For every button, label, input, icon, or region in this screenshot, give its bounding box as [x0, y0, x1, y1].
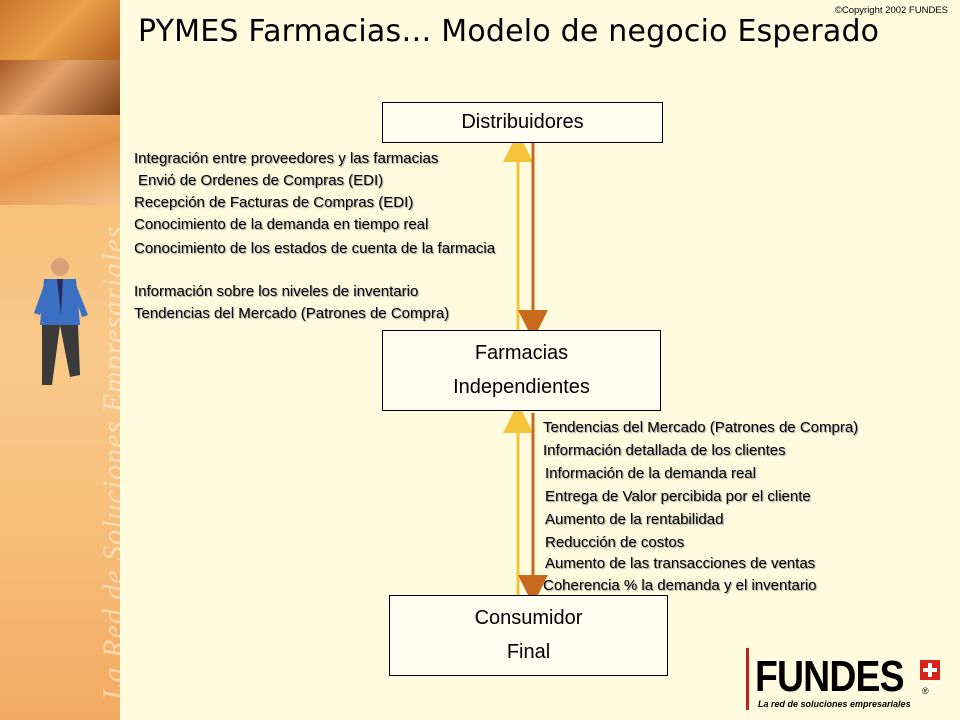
- upper-benefit-item: Tendencias del Mercado (Patrones de Comp…: [134, 305, 450, 322]
- lower-benefit-item: Tendencias del Mercado (Patrones de Comp…: [543, 419, 859, 436]
- running-businessman-illustration: [34, 258, 88, 385]
- registered-mark: ®: [922, 686, 929, 696]
- sidebar-photo-face: [0, 60, 120, 115]
- upper-benefit-item: Conocimiento de los estados de cuenta de…: [134, 240, 496, 257]
- lower-benefit-item: Reducción de costos: [545, 534, 685, 551]
- upper-benefit-item: Envió de Ordenes de Compras (EDI): [138, 172, 384, 189]
- consumidor-label-line2: Final: [506, 640, 551, 663]
- decorative-sidebar: La Red de Soluciones Empresariales: [0, 0, 120, 720]
- lower-benefit-item: Información de la demanda real: [545, 465, 756, 482]
- consumidor-label-line1: Consumidor: [474, 607, 583, 630]
- farmacias-box: Farmacias Independientes: [382, 330, 661, 411]
- logo-tagline: La red de soluciones empresariales: [758, 699, 911, 709]
- lower-benefit-item: Aumento de la rentabilidad: [545, 511, 724, 528]
- farmacias-label-line1: Farmacias: [474, 342, 569, 365]
- swiss-cross-icon: [920, 660, 940, 680]
- lower-benefit-item: Información detallada de los clientes: [543, 442, 786, 459]
- fundes-logo: FUNDES ® La red de soluciones empresaria…: [746, 646, 946, 712]
- upper-benefit-item: Integración entre proveedores y las farm…: [134, 150, 439, 167]
- farmacias-label-line2: Independientes: [453, 375, 590, 398]
- consumidor-box: Consumidor Final: [389, 595, 668, 676]
- logo-red-bar: [746, 648, 749, 710]
- copyright-notice: ©Copyright 2002 FUNDES: [834, 5, 948, 16]
- slide-title: PYMES Farmacias… Modelo de negocio Esper…: [138, 14, 880, 49]
- sidebar-photo-eye: [0, 0, 120, 60]
- upper-benefit-item: Recepción de Facturas de Compras (EDI): [134, 194, 414, 211]
- distribuidores-label: Distribuidores: [461, 111, 584, 133]
- distribuidores-box: Distribuidores: [382, 102, 663, 143]
- logo-wordmark: FUNDES: [755, 652, 905, 701]
- sidebar-photo-handshake: [0, 115, 120, 205]
- lower-benefit-item: Coherencia % la demanda y el inventario: [543, 577, 817, 594]
- lower-benefit-item: Entrega de Valor percibida por el client…: [545, 488, 811, 505]
- upper-benefit-item: Conocimiento de la demanda en tiempo rea…: [134, 216, 429, 233]
- upper-benefit-item: Información sobre los niveles de inventa…: [134, 283, 419, 300]
- lower-benefit-item: Aumento de las transacciones de ventas: [545, 555, 816, 572]
